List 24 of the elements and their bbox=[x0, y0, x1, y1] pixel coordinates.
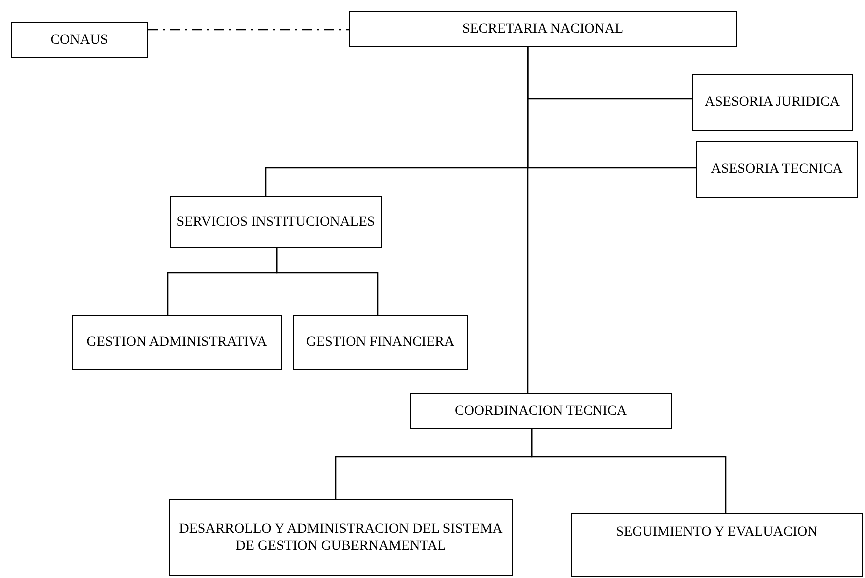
org-unit-box bbox=[169, 499, 513, 576]
org-unit-box bbox=[410, 393, 672, 429]
unit-name: COORDINACION TECNICA bbox=[454, 402, 628, 420]
org-unit-box bbox=[170, 196, 382, 248]
unit-name: DESARROLLO Y ADMINISTRACION DEL SISTEMA DE GESTION GUBERNAMENTAL bbox=[178, 520, 504, 554]
unit-name: GESTION ADMINISTRATIVA bbox=[86, 334, 268, 351]
org-unit-box bbox=[72, 315, 282, 370]
unit-name: ASESORIA TECNICA bbox=[711, 161, 843, 178]
connector-line bbox=[276, 248, 379, 315]
unit-name: SERVICIOS INSTITUCIONALES bbox=[176, 214, 376, 230]
unit-name: GESTION FINANCIERA bbox=[306, 334, 455, 351]
org-unit-box bbox=[349, 11, 737, 47]
org-unit-box bbox=[11, 22, 148, 58]
connector-line bbox=[527, 47, 529, 393]
unit-name: CONAUS bbox=[50, 32, 108, 48]
connector-line bbox=[531, 429, 727, 513]
org-unit-box bbox=[571, 513, 863, 577]
unit-name: SEGUIMIENTO Y EVALUACION bbox=[616, 524, 818, 541]
org-unit-box bbox=[696, 141, 858, 198]
unit-name: ASESORIA JURIDICA bbox=[705, 94, 840, 111]
org-unit-box bbox=[293, 315, 468, 370]
dashed-connector bbox=[148, 29, 349, 31]
unit-name: SECRETARIA NACIONAL bbox=[462, 20, 624, 38]
org-unit-box bbox=[692, 74, 853, 131]
